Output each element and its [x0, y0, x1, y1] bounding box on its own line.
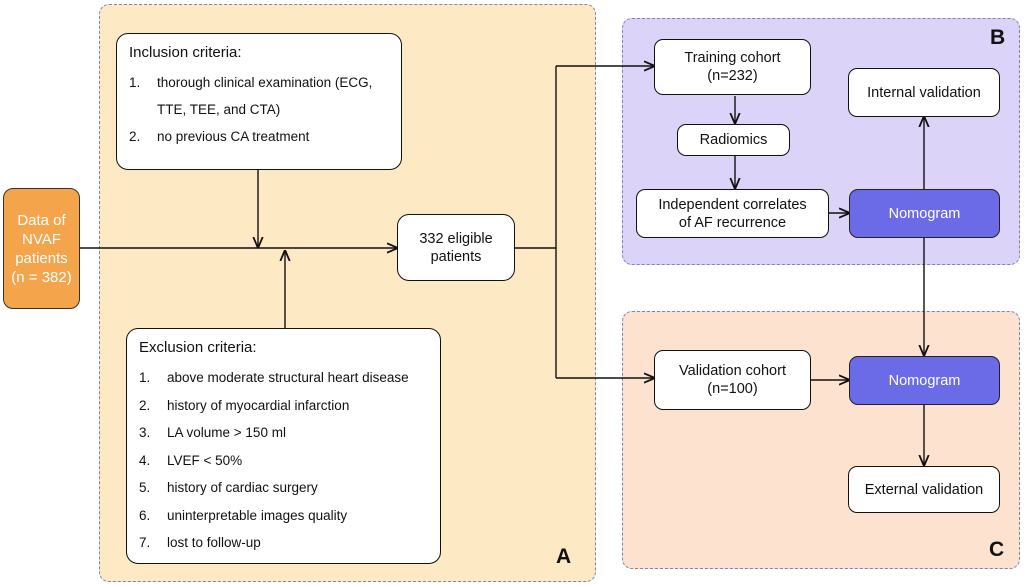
inclusion-title: Inclusion criteria:	[129, 44, 242, 61]
item-number: 4.	[139, 452, 151, 468]
external-validation-label: External validation	[864, 481, 984, 498]
inclusion-criteria-box: Inclusion criteria: 1. thorough clinical…	[116, 33, 402, 170]
source-line-1: Data of	[17, 211, 66, 229]
training-line-1: Training cohort	[684, 50, 781, 66]
eligible-line-2: patients	[430, 248, 482, 265]
validation-line-2: (n=100)	[707, 381, 758, 397]
list-item: 7. lost to follow-up	[139, 529, 428, 557]
validation-line-1: Validation cohort	[679, 363, 786, 379]
validation-cohort-box: Validation cohort (n=100)	[654, 350, 811, 410]
item-number: 2.	[139, 397, 151, 413]
item-text: uninterpretable images quality	[167, 507, 348, 523]
source-data-box: Data of NVAF patients (n = 382)	[3, 188, 80, 309]
list-item: 1. above moderate structural heart diseas…	[139, 364, 428, 392]
eligible-patients-box: 332 eligible patients	[397, 214, 515, 281]
panel-a-label: A	[556, 545, 572, 568]
correlates-box: Independent correlates of AF recurrence	[636, 189, 829, 238]
nomogram-b-box: Nomogram	[849, 189, 1000, 238]
list-item: 2. no previous CA treatment	[129, 123, 389, 150]
item-number: 1.	[139, 370, 151, 385]
list-item: 6. uninterpretable images quality	[139, 502, 428, 530]
item-text: LVEF < 50%	[167, 452, 243, 468]
list-item: 4. LVEF < 50%	[139, 447, 428, 475]
list-item: 1. thorough clinical examination (ECG, T…	[129, 69, 389, 123]
radiomics-label: Radiomics	[699, 132, 768, 148]
source-line-2: NVAF	[22, 230, 61, 248]
internal-validation-label: Internal validation	[867, 84, 981, 101]
item-number: 1.	[129, 75, 141, 90]
item-text: history of cardiac surgery	[167, 480, 318, 495]
correlates-line-1: Independent correlates	[658, 196, 807, 213]
exclusion-title: Exclusion criteria:	[139, 339, 257, 356]
nomogram-c-label: Nomogram	[888, 372, 961, 389]
panel-c-label: C	[989, 538, 1005, 561]
source-line-4: (n = 382)	[11, 268, 72, 286]
internal-validation-box: Internal validation	[848, 68, 1000, 117]
item-text: no previous CA treatment	[157, 129, 310, 144]
item-text: thorough clinical examination (ECG, TTE,…	[157, 75, 373, 117]
list-item: 2. history of myocardial infarction	[139, 392, 428, 420]
radiomics-box: Radiomics	[677, 124, 790, 156]
training-line-2: (n=232)	[707, 68, 758, 84]
nomogram-b-label: Nomogram	[888, 205, 961, 222]
exclusion-criteria-box: Exclusion criteria: 1. above moderate str…	[126, 328, 441, 564]
correlates-line-2: of AF recurrence	[678, 214, 787, 231]
eligible-line-1: 332 eligible	[419, 230, 493, 247]
training-cohort-box: Training cohort (n=232)	[654, 39, 811, 95]
panel-b-label: B	[990, 26, 1006, 49]
item-text: above moderate structural heart disease	[167, 370, 409, 385]
source-line-3: patients	[15, 249, 68, 267]
item-number: 3.	[139, 425, 151, 440]
item-number: 7.	[139, 535, 151, 550]
nomogram-c-box: Nomogram	[849, 356, 1000, 405]
item-text: LA volume > 150 ml	[167, 425, 286, 440]
list-item: 3. LA volume > 150 ml	[139, 419, 428, 447]
item-number: 2.	[129, 129, 141, 144]
external-validation-box: External validation	[848, 466, 1000, 513]
item-number: 6.	[139, 507, 151, 523]
item-text: lost to follow-up	[167, 535, 261, 550]
list-item: 5. history of cardiac surgery	[139, 474, 428, 502]
item-number: 5.	[139, 480, 151, 495]
item-text: history of myocardial infarction	[167, 397, 350, 413]
